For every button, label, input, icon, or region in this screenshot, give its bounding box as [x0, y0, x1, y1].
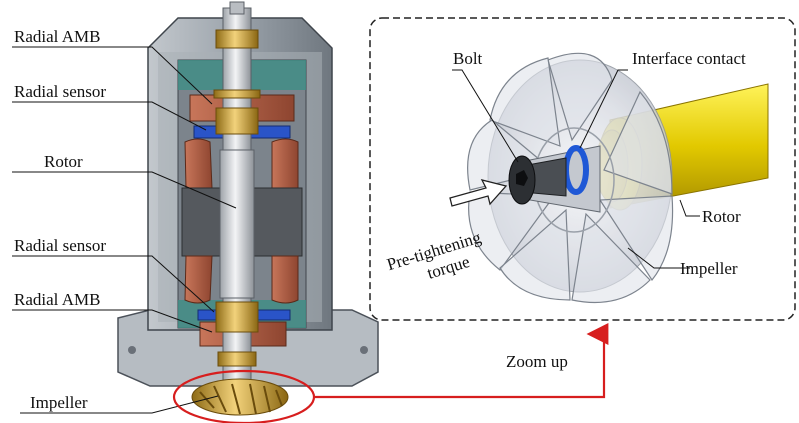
label-rotor-zoom: Rotor: [702, 207, 741, 226]
label-radial-amb-bottom: Radial AMB: [14, 290, 100, 309]
leader-lines-zoom: [452, 69, 700, 269]
leader-lines-left: [12, 46, 237, 414]
torque-arrow: [449, 179, 508, 207]
label-interface-contact: Interface contact: [632, 49, 746, 68]
label-impeller-zoom: Impeller: [680, 259, 738, 278]
stator-top: [184, 138, 213, 189]
label-radial-amb-top: Radial AMB: [14, 27, 100, 46]
impeller-small: [191, 378, 289, 416]
zoom-detail: [467, 52, 769, 303]
label-radial-sensor-top: Radial sensor: [14, 82, 106, 101]
label-bolt: Bolt: [453, 49, 483, 68]
gold-sleeve-1: [215, 29, 259, 49]
label-rotor: Rotor: [44, 152, 83, 171]
stator-bottom: [184, 255, 213, 304]
compressor-assembly: [117, 1, 379, 416]
zoom-arrow: [314, 323, 609, 399]
gold-sleeve-3: [215, 107, 259, 135]
gold-sleeve-4: [215, 301, 259, 333]
gold-sleeve-5: [217, 351, 257, 367]
gold-sleeve-2: [213, 89, 261, 99]
label-radial-sensor-bottom: Radial sensor: [14, 236, 106, 255]
label-zoom-up: Zoom up: [506, 352, 568, 371]
rotor-core: [219, 149, 255, 299]
label-impeller-left: Impeller: [30, 393, 88, 412]
